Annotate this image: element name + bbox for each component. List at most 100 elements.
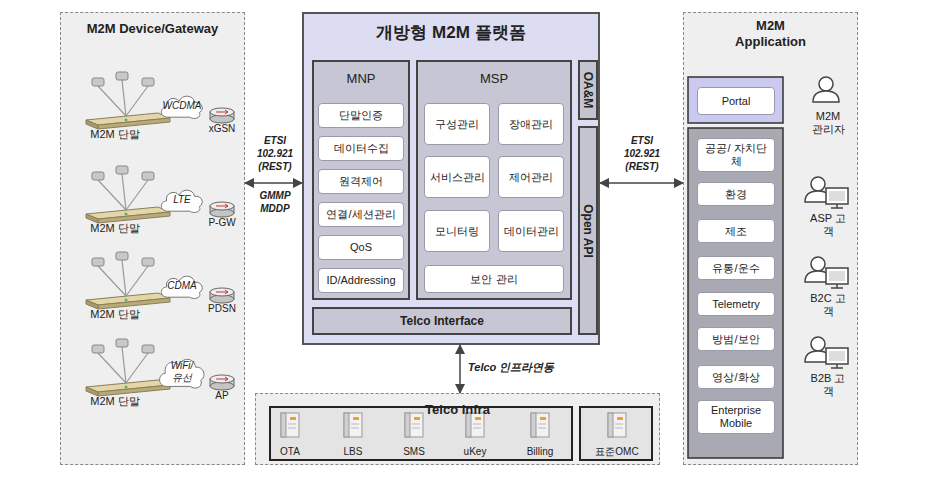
- box-label: 유통/운수: [712, 262, 759, 275]
- function-box: 원격제어: [318, 169, 404, 194]
- box-heading: MSP: [418, 71, 570, 87]
- box-heading: Telco Infra: [256, 402, 659, 418]
- box-heading: MNP: [314, 71, 408, 87]
- infra-item: 표준OMC: [584, 438, 650, 458]
- box-label: WCDMA: [163, 100, 202, 112]
- function-box: 데이터수집: [318, 136, 404, 161]
- box-heading: OA&M: [581, 72, 595, 109]
- device-label: M2M 단말: [80, 128, 150, 141]
- function-box: 공공/ 자치단체: [697, 138, 775, 172]
- platform-box: 개방형 M2M 플랫폼 MNP 단말인증데이터수집원격제어연결/세션관리 QoS ID/…: [302, 12, 600, 345]
- box-heading: Telco Interface: [400, 314, 484, 328]
- connector-label: ETSI 102.921 (REST): [614, 134, 670, 173]
- function-box: 서비스관리: [424, 156, 490, 198]
- box-heading: 개방형 M2M 플랫폼: [304, 23, 598, 43]
- device-label: M2M 단말: [80, 395, 150, 408]
- device-label: M2M 단말: [80, 308, 150, 321]
- box-label: LBS: [344, 446, 363, 458]
- network-cloud: LTE: [158, 186, 206, 214]
- box-label: ID/Addressing: [326, 274, 395, 287]
- device-label: P-GW: [198, 216, 246, 229]
- box-label: 데이터관리: [504, 225, 559, 238]
- box-label: QoS: [350, 241, 372, 254]
- connector-arrow: [459, 345, 461, 393]
- infra-item: LBS: [331, 438, 375, 458]
- connector-arrow: [600, 182, 683, 184]
- device-label: PDSN: [198, 302, 246, 315]
- user-label: B2C 고객: [796, 292, 860, 318]
- user-label: ASP 고객: [796, 212, 860, 238]
- vertical-box: OA&M: [578, 60, 598, 120]
- box-label: Telemetry: [712, 298, 760, 311]
- network-cloud: CDMA: [158, 272, 206, 300]
- function-box: Portal: [697, 87, 775, 115]
- function-box: 제조: [697, 219, 775, 243]
- function-box: 연결/세션관리: [318, 202, 404, 227]
- interface-bar: Telco Interface: [312, 307, 572, 335]
- box-label: 단말인증: [339, 109, 383, 122]
- box-label: 데이터수집: [334, 142, 389, 155]
- box-label: Portal: [722, 95, 751, 108]
- connector-label: ETSI 102.921 (REST): [247, 134, 303, 173]
- function-box: 데이터관리: [498, 210, 564, 252]
- function-box: 장애관리: [498, 103, 564, 145]
- infra-item: uKey: [453, 438, 497, 458]
- box-heading: Open API: [581, 204, 595, 258]
- connector-label: Telco 인프라연동: [468, 361, 578, 374]
- group-panel: Telco InfraOTA LBS SMS uKey Billing 표준OMC: [255, 393, 660, 465]
- box-label: 표준OMC: [595, 446, 638, 458]
- box-label: 제어관리: [509, 171, 553, 184]
- box-label: SMS: [403, 446, 425, 458]
- infra-item: SMS: [392, 438, 436, 458]
- box-label: WiFi/ 유선: [167, 360, 197, 384]
- box-label: uKey: [464, 446, 487, 458]
- box-label: Enterprise Mobile: [700, 404, 772, 430]
- function-box: Telemetry: [697, 292, 775, 316]
- box-label: 장애관리: [509, 118, 553, 131]
- vertical-box: Open API: [578, 126, 598, 335]
- box-label: 제조: [725, 225, 747, 238]
- function-box: 구성관리: [424, 103, 490, 145]
- function-box: 유통/운수: [697, 256, 775, 280]
- box-label: 구성관리: [435, 118, 479, 131]
- network-cloud: WCDMA: [158, 92, 206, 120]
- function-box: 제어관리: [498, 156, 564, 198]
- box-label: 연결/세션관리: [326, 208, 395, 221]
- box-label: OTA: [280, 446, 300, 458]
- group-panel: M2M ApplicationPortal 공공/ 자치단체환경제조유통/운수 Te…: [683, 12, 858, 465]
- function-box: 단말인증: [318, 103, 404, 128]
- box-label: 환경: [725, 188, 747, 201]
- function-box: 환경: [697, 182, 775, 206]
- box-label: LTE: [173, 194, 191, 206]
- box-label: 서비스관리: [430, 171, 485, 184]
- connector-arrow: [245, 182, 302, 184]
- function-box: QoS: [318, 235, 404, 260]
- box-label: 보안 관리: [470, 273, 517, 286]
- infra-item: Billing: [516, 438, 564, 458]
- function-box: 보안 관리: [424, 265, 564, 293]
- function-box: 영상/화상: [697, 365, 775, 389]
- protocol-label: GMMP MDDP: [247, 189, 303, 215]
- user-label: B2B 고객: [796, 372, 860, 398]
- box-label: 원격제어: [339, 175, 383, 188]
- box-heading: M2M Application: [684, 18, 857, 50]
- user-label: M2M 관리자: [800, 110, 856, 136]
- function-box: 모니터링: [424, 210, 490, 252]
- device-label: xGSN: [198, 122, 246, 135]
- network-cloud: WiFi/ 유선: [156, 354, 208, 390]
- box-label: 방범/보안: [712, 333, 759, 346]
- box-label: 공공/ 자치단체: [700, 142, 772, 168]
- function-box: ID/Addressing: [318, 268, 404, 293]
- box-label: Billing: [527, 446, 554, 458]
- box-heading: M2M Device/Gateway: [61, 21, 244, 37]
- box-label: CDMA: [167, 280, 196, 292]
- device-label: AP: [198, 389, 246, 402]
- infra-item: OTA: [268, 438, 312, 458]
- box-label: 영상/화상: [712, 371, 759, 384]
- box-label: 모니터링: [435, 225, 479, 238]
- function-box: 방범/보안: [697, 327, 775, 351]
- function-box: Enterprise Mobile: [697, 400, 775, 434]
- module-box: MNP 단말인증데이터수집원격제어연결/세션관리 QoS ID/Addressing: [312, 60, 410, 300]
- device-label: M2M 단말: [80, 222, 150, 235]
- module-box: MSP 구성관리 장애관리서비스관리 제어관리모니터링 데이터관리보안 관리: [416, 60, 572, 300]
